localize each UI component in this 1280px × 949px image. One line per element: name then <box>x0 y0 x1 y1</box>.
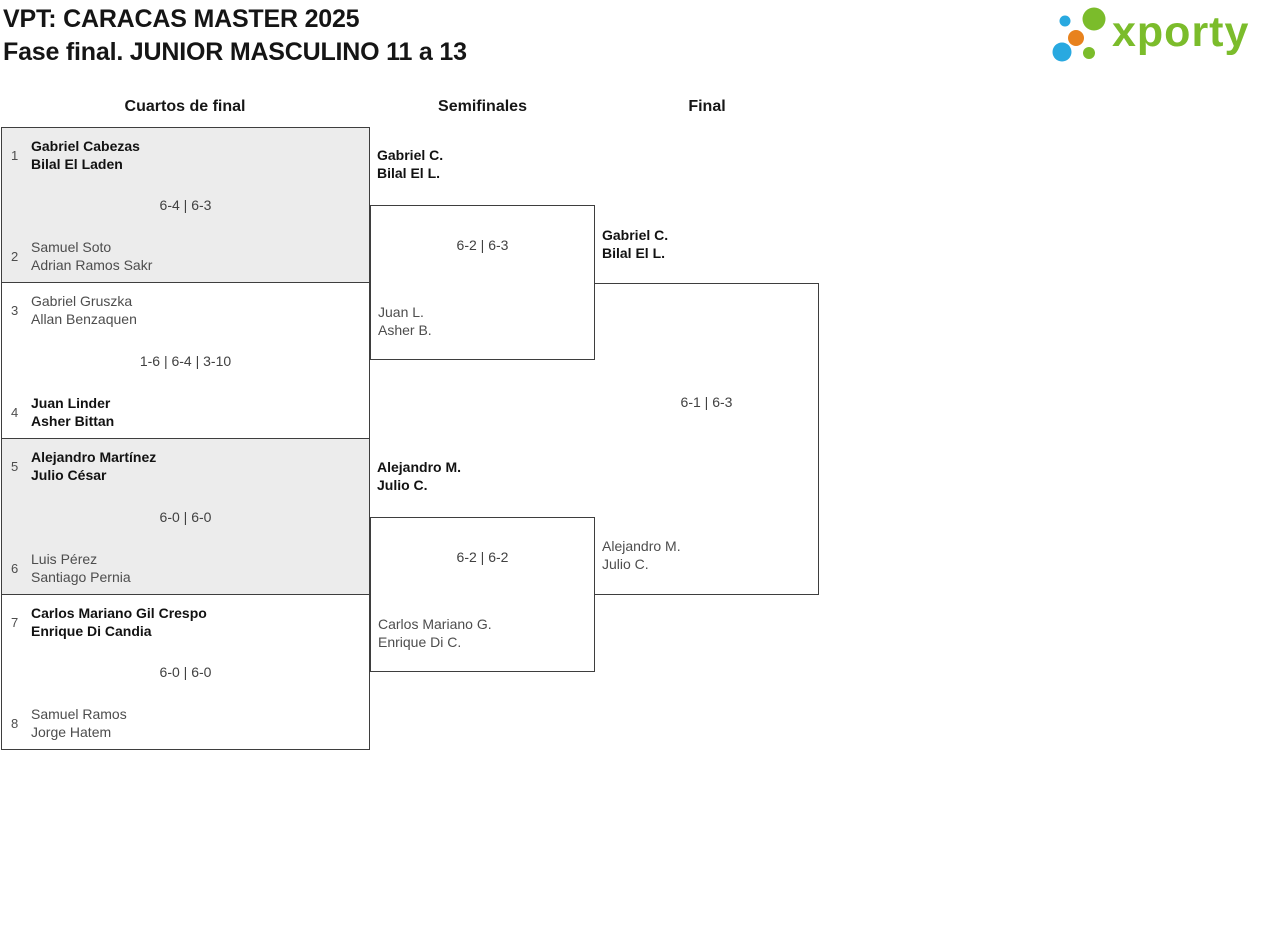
team-slot: 2 Samuel Soto Adrian Ramos Sakr <box>11 238 152 274</box>
team-names: Gabriel C. Bilal El L. <box>377 147 444 181</box>
match-quarterfinal-2: 3 Gabriel Gruszka Allan Benzaquen 1-6 | … <box>1 282 370 439</box>
column-header-quarterfinals: Cuartos de final <box>124 98 246 115</box>
xporty-logo-dots-icon <box>1052 7 1106 62</box>
match-score: 6-0 | 6-0 <box>159 664 212 680</box>
team-slot: Carlos Mariano G. Enrique Di C. <box>378 615 492 651</box>
seed-number: 1 <box>11 147 19 163</box>
team-names: Gabriel C. Bilal El L. <box>602 227 669 261</box>
seed-number: 6 <box>11 560 19 576</box>
team-slot: 4 Juan Linder Asher Bittan <box>11 394 114 430</box>
team-slot: 7 Carlos Mariano Gil Crespo Enrique Di C… <box>11 604 207 640</box>
column-header-final: Final <box>688 98 726 115</box>
team-names: Carlos Mariano Gil Crespo Enrique Di Can… <box>31 605 207 639</box>
seed-number: 3 <box>11 302 19 318</box>
phase-category-title: Fase final. JUNIOR MASCULINO 11 a 13 <box>3 38 467 66</box>
match-final: 6-1 | 6-3 Alejandro M. Julio C. <box>595 283 819 595</box>
semifinal-2-team-top-label: Alejandro M. Julio C. <box>377 458 461 494</box>
match-semifinal-2: 6-2 | 6-2 Carlos Mariano G. Enrique Di C… <box>370 517 595 672</box>
match-score: 6-0 | 6-0 <box>159 508 212 525</box>
team-names: Gabriel Cabezas Bilal El Laden <box>31 138 140 172</box>
team-slot: 5 Alejandro Martínez Julio César <box>11 448 156 484</box>
match-score: 6-1 | 6-3 <box>680 394 733 410</box>
team-slot: 8 Samuel Ramos Jorge Hatem <box>11 705 127 741</box>
match-score: 6-2 | 6-3 <box>456 237 509 253</box>
team-slot: 3 Gabriel Gruszka Allan Benzaquen <box>11 292 137 328</box>
tournament-title: VPT: CARACAS MASTER 2025 <box>3 5 360 33</box>
team-slot: Alejandro M. Julio C. <box>602 537 681 573</box>
seed-number: 4 <box>11 404 19 420</box>
match-semifinal-1: 6-2 | 6-3 Juan L. Asher B. <box>370 205 595 360</box>
match-score: 6-4 | 6-3 <box>159 197 212 213</box>
team-names: Alejandro Martínez Julio César <box>31 449 157 483</box>
match-score: 6-2 | 6-2 <box>456 549 509 565</box>
seed-number: 2 <box>11 248 19 264</box>
match-quarterfinal-4: 7 Carlos Mariano Gil Crespo Enrique Di C… <box>1 594 370 750</box>
team-names: Juan Linder Asher Bittan <box>31 395 115 429</box>
team-names: Luis Pérez Santiago Pernia <box>31 551 131 585</box>
match-score: 1-6 | 6-4 | 3-10 <box>139 352 232 369</box>
team-slot: 1 Gabriel Cabezas Bilal El Laden <box>11 137 140 173</box>
seed-number: 7 <box>11 614 19 630</box>
team-names: Gabriel Gruszka Allan Benzaquen <box>31 293 137 327</box>
team-names: Alejandro M. Julio C. <box>602 538 681 572</box>
column-header-semifinals: Semifinales <box>438 98 527 115</box>
page-title: VPT: CARACAS MASTER 2025 Fase final. JUN… <box>3 3 467 69</box>
team-names: Samuel Soto Adrian Ramos Sakr <box>31 239 153 273</box>
match-quarterfinal-1: 1 Gabriel Cabezas Bilal El Laden 6-4 | 6… <box>1 127 370 283</box>
team-slot: 6 Luis Pérez Santiago Pernia <box>11 550 131 586</box>
final-team-top-label: Gabriel C. Bilal El L. <box>602 226 668 262</box>
team-names: Samuel Ramos Jorge Hatem <box>31 706 127 740</box>
match-quarterfinal-3: 5 Alejandro Martínez Julio César 6-0 | 6… <box>1 438 370 595</box>
team-names: Carlos Mariano G. Enrique Di C. <box>378 616 492 650</box>
team-names: Juan L. Asher B. <box>378 304 432 338</box>
seed-number: 5 <box>11 458 19 474</box>
xporty-logo[interactable]: xporty <box>1044 2 1249 68</box>
seed-number: 8 <box>11 715 19 731</box>
xporty-logo-text: xporty <box>1112 7 1250 56</box>
team-names: Alejandro M. Julio C. <box>377 459 462 493</box>
semifinal-1-team-top-label: Gabriel C. Bilal El L. <box>377 146 443 182</box>
team-slot: Juan L. Asher B. <box>378 303 432 339</box>
